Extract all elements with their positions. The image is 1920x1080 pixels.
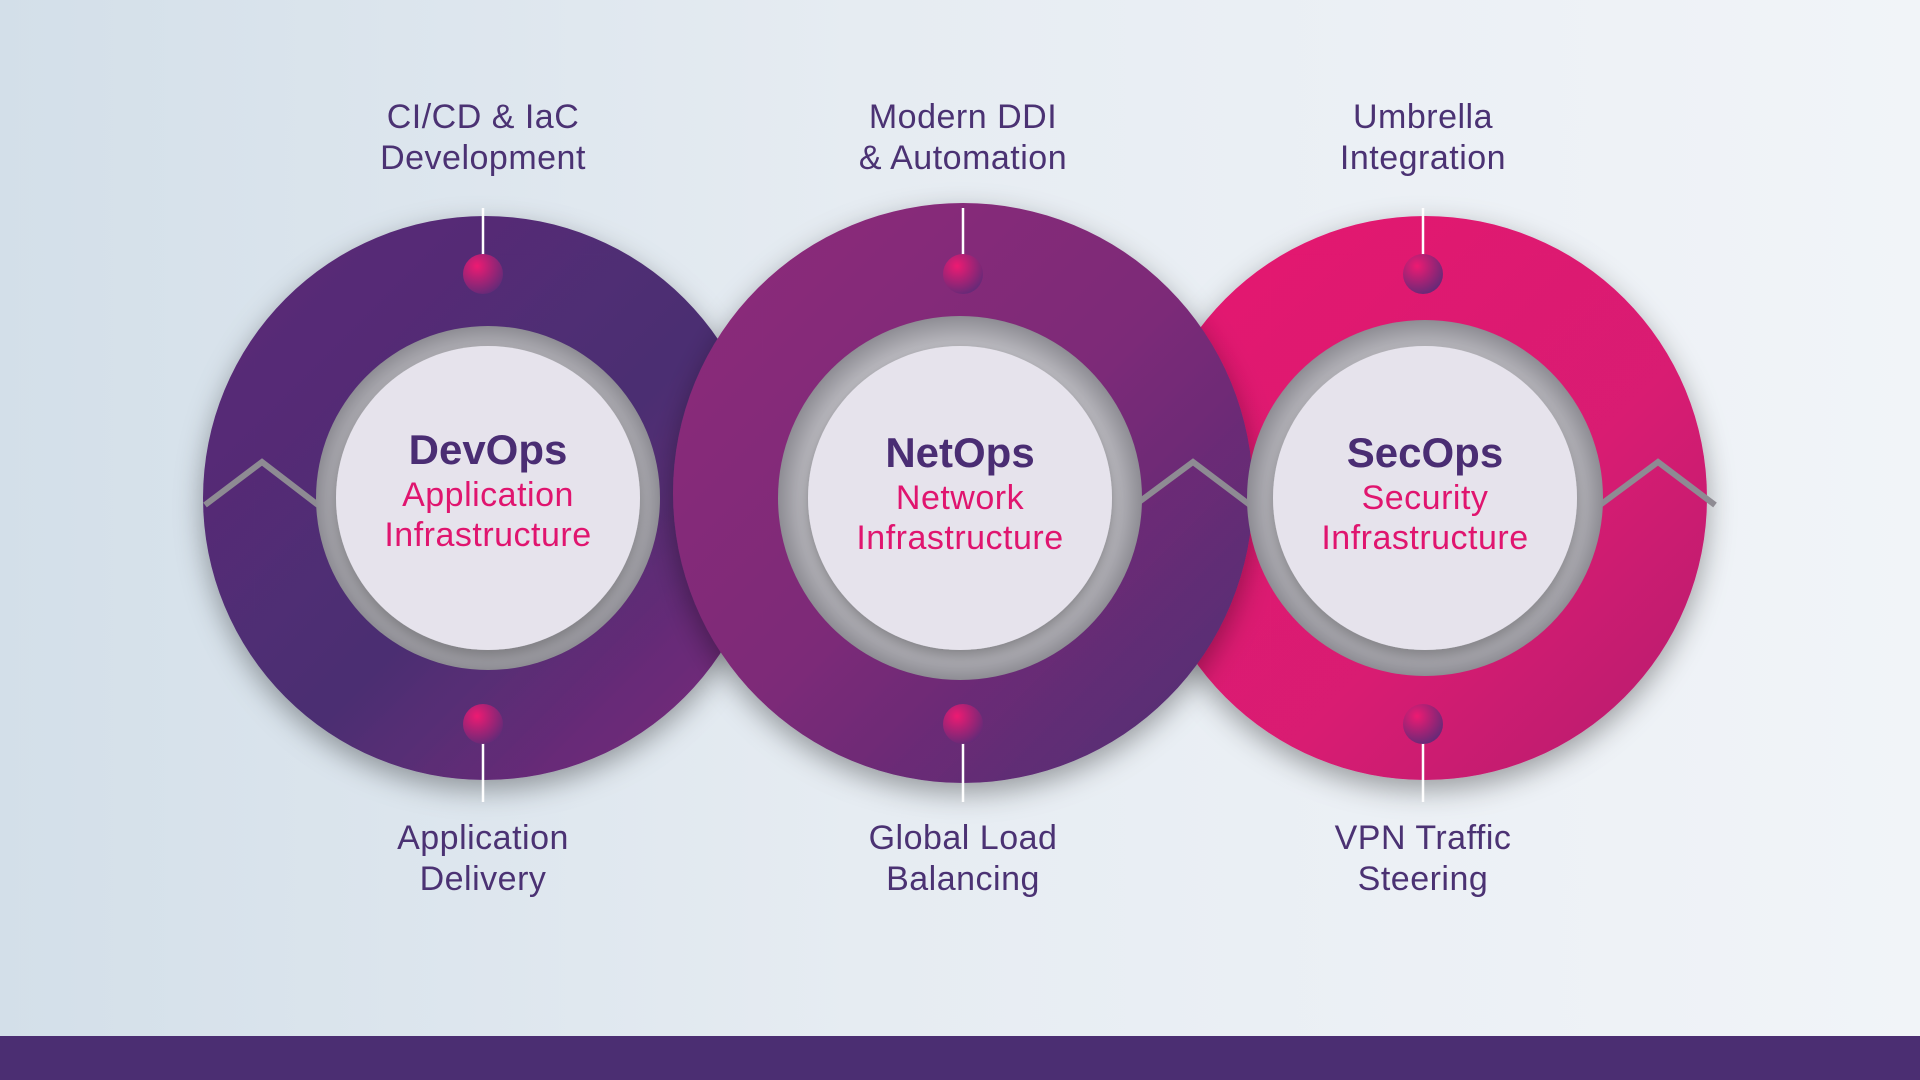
- hub-subtitle-netops: Network Infrastructure: [856, 479, 1064, 557]
- dot-devops-bottom: [463, 704, 503, 744]
- hub-subtitle-secops: Security Infrastructure: [1321, 479, 1529, 557]
- zigzag-line-middle: [1133, 458, 1252, 508]
- label-secops-top: Umbrella Integration: [1339, 98, 1507, 177]
- hub-title-secops: SecOps: [1346, 429, 1504, 476]
- label-devops-top: CI/CD & IaC Development: [380, 98, 586, 177]
- hub-devops: DevOps Application Infrastructure: [328, 425, 648, 555]
- dot-secops-top: [1403, 254, 1443, 294]
- label-netops-bottom: Global Load Balancing: [868, 819, 1058, 898]
- hub-subtitle-devops: Application Infrastructure: [384, 476, 592, 554]
- label-netops-top: Modern DDI & Automation: [858, 98, 1068, 177]
- inner-circle-devops: [336, 346, 640, 650]
- zigzag-line-left: [203, 458, 320, 508]
- hub-title-devops: DevOps: [408, 426, 568, 473]
- footer-bar: [0, 1036, 1920, 1080]
- zigzag-line-right: [1598, 458, 1717, 508]
- label-secops-bottom: VPN Traffic Steering: [1334, 819, 1512, 898]
- hub-title-netops: NetOps: [885, 429, 1035, 476]
- hub-netops: NetOps Network Infrastructure: [800, 428, 1120, 558]
- inner-circle-netops: [808, 346, 1112, 650]
- dot-devops-top: [463, 254, 503, 294]
- inner-circle-secops: [1273, 346, 1577, 650]
- hub-secops: SecOps Security Infrastructure: [1265, 428, 1585, 558]
- label-devops-bottom: Application Delivery: [397, 819, 569, 898]
- dot-netops-top: [943, 254, 983, 294]
- dot-secops-bottom: [1403, 704, 1443, 744]
- dot-netops-bottom: [943, 704, 983, 744]
